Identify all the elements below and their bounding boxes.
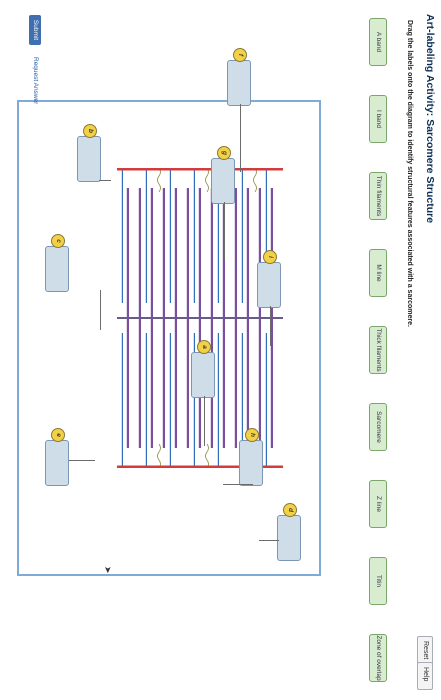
marker-e: e [51,428,65,442]
drop-target-5[interactable] [239,440,263,486]
leader-line [100,290,101,330]
drop-target-8[interactable] [45,246,69,292]
drop-target-4[interactable] [191,352,215,398]
drop-target-1[interactable] [227,60,251,106]
help-button[interactable]: Help [417,662,433,690]
request-answer-link[interactable]: Request Answer [32,57,39,105]
submit-button[interactable]: Submit [29,15,41,45]
label-thin-filaments[interactable]: Thin filaments [369,172,387,220]
leader-line [69,460,95,461]
label-i-band[interactable]: I band [369,95,387,143]
marker-h: h [245,428,259,442]
label-z-line[interactable]: Z line [369,480,387,528]
label-m-line[interactable]: M line [369,249,387,297]
leader-line [240,104,241,172]
label-thick-filaments[interactable]: Thick filaments [369,326,387,374]
marker-f: f [233,48,247,62]
arrow-cursor: ➤ [103,566,113,574]
marker-b: b [83,124,97,138]
leader-line [99,180,111,181]
marker-a: a [197,340,211,354]
label-sarcomere[interactable]: Sarcomere [369,403,387,451]
label-a-band[interactable]: A band [369,18,387,66]
label-titin[interactable]: Titin [369,557,387,605]
marker-c: c [51,234,65,248]
marker-i: i [263,250,277,264]
drop-target-9[interactable] [45,440,69,486]
drop-target-3[interactable] [257,262,281,308]
label-zone-of-overlap[interactable]: Zone of overlap [369,634,387,682]
marker-d: d [283,503,297,517]
leader-line [259,540,279,541]
m-line [117,317,283,319]
leader-line [204,396,205,446]
leader-line [224,202,225,260]
drop-target-7[interactable] [77,136,101,182]
leader-line [270,306,271,346]
drop-target-2[interactable] [211,158,235,204]
leader-line [223,484,253,485]
z-line-left [117,168,283,171]
drop-target-6[interactable] [277,515,301,561]
activity-instruction: Drag the labels onto the diagram to iden… [406,20,413,327]
sarcomere-illustration [117,168,283,468]
activity-title: Art-labeling Activity: Sarcomere Structu… [424,14,436,224]
marker-g: g [217,146,231,160]
